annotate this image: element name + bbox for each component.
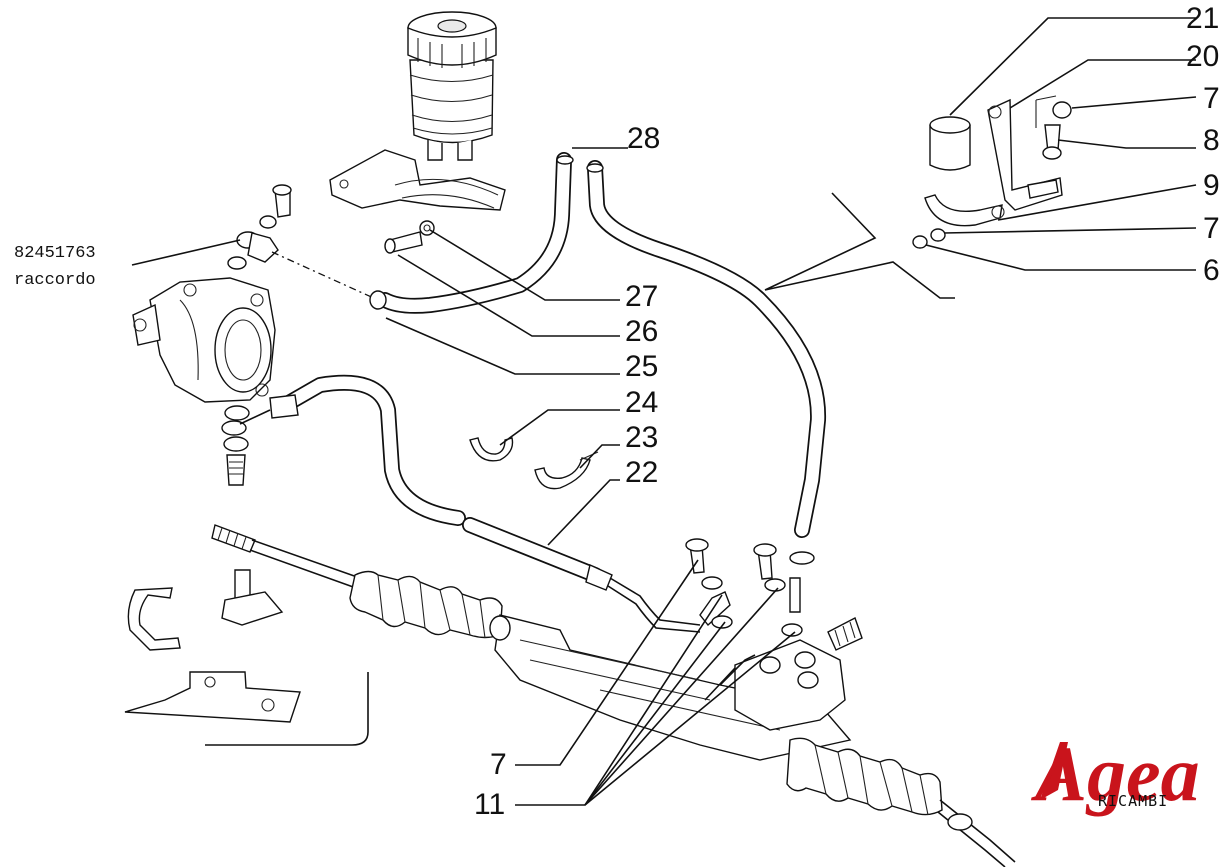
bracket-group (912, 95, 1072, 249)
callout-9: 9 (1203, 169, 1220, 202)
hose-28-return (369, 152, 574, 314)
fluid-reservoir (329, 11, 506, 211)
callout-28: 28 (627, 122, 660, 155)
part-note: 82451763 raccordo (14, 244, 96, 290)
callout-20: 20 (1186, 40, 1219, 73)
callout-23: 23 (625, 421, 658, 454)
logo-sub: RICAMBI (1098, 792, 1168, 810)
agea-ricambi-logo: Agea RICAMBI (1030, 730, 1200, 817)
callout-6: 6 (1203, 254, 1220, 287)
callout-21: 21 (1186, 2, 1219, 35)
power-steering-pump (132, 277, 276, 403)
part-name: raccordo (14, 271, 96, 290)
callout-7-bottom: 7 (490, 748, 507, 781)
leader-lines (131, 17, 1197, 806)
bolt-26-washer-27 (384, 220, 435, 254)
clamp-24 (469, 437, 514, 462)
pump-fittings (221, 184, 292, 486)
callout-24: 24 (625, 386, 658, 419)
callout-7-top: 7 (1203, 82, 1220, 115)
hose-long-right (586, 160, 827, 538)
part-number: 82451763 (14, 244, 96, 263)
hose-pressure (239, 374, 466, 526)
lower-left-brackets (124, 569, 369, 746)
callout-labels: 21 20 7 8 9 7 6 28 27 26 25 24 23 22 7 1… (474, 2, 1220, 821)
callout-22: 22 (625, 456, 658, 489)
clamp-23 (534, 451, 599, 490)
callout-26: 26 (625, 315, 658, 348)
steering-rack (211, 524, 1016, 867)
callout-27: 27 (625, 280, 658, 313)
logo-brand: Agea (1030, 730, 1200, 817)
callout-11: 11 (474, 788, 505, 821)
callout-8: 8 (1203, 124, 1220, 157)
hose-22 (462, 517, 701, 633)
callout-7-mid: 7 (1203, 212, 1220, 245)
callout-25: 25 (625, 350, 658, 383)
